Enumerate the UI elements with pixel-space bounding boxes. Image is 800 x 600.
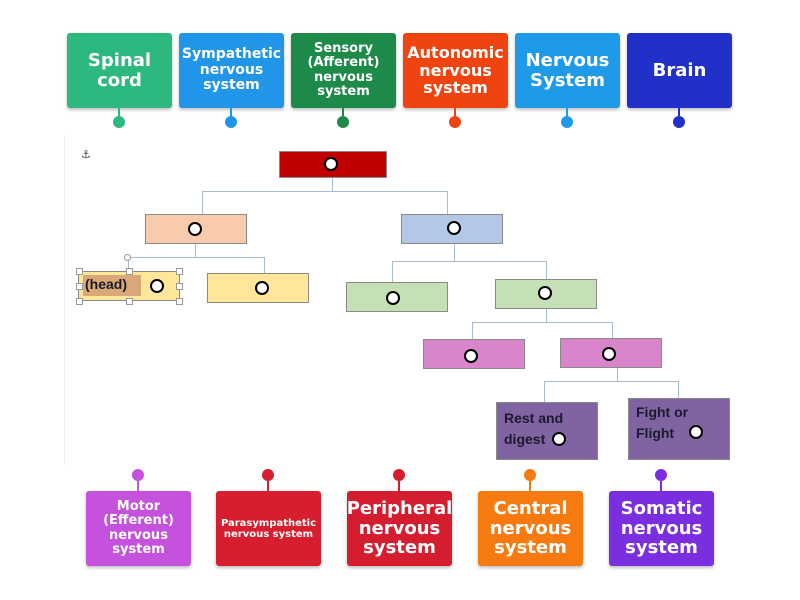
- pin-stem: [529, 481, 531, 491]
- connector-line: [472, 322, 473, 339]
- anchor-icon: ⚓: [81, 148, 91, 161]
- drop-target-hotspot[interactable]: [188, 222, 202, 236]
- label-text: Parasympathetic nervous system: [220, 517, 317, 540]
- label-card-somatic[interactable]: Somatic nervous system: [609, 491, 714, 566]
- pin-dot-icon[interactable]: [673, 116, 685, 128]
- tree-node-text: Fight or Flight: [636, 404, 689, 441]
- diagram-area: [64, 135, 745, 465]
- connector-line: [546, 261, 547, 279]
- pin-stem: [678, 108, 680, 118]
- label-card-autonomic[interactable]: Autonomic nervous system: [403, 33, 508, 108]
- pin-stem: [454, 108, 456, 118]
- drop-target-hotspot[interactable]: [255, 281, 269, 295]
- connector-line: [128, 257, 265, 258]
- drop-target-hotspot[interactable]: [689, 425, 703, 439]
- selection-handle[interactable]: [126, 298, 133, 305]
- tree-node-sym-slot[interactable]: [628, 398, 730, 460]
- selection-handle[interactable]: [124, 254, 131, 261]
- connector-line: [454, 244, 455, 262]
- pin-dot-icon[interactable]: [524, 469, 536, 481]
- connector-line: [678, 381, 679, 398]
- label-card-nervous-system[interactable]: Nervous System: [515, 33, 620, 108]
- selection-handle[interactable]: [76, 268, 83, 275]
- label-text: Sympathetic nervous system: [181, 46, 282, 94]
- connector-line: [447, 191, 448, 214]
- connector-line: [617, 368, 618, 381]
- label-text: Nervous System: [525, 49, 610, 91]
- pin-stem: [660, 481, 662, 491]
- selection-handle[interactable]: [176, 268, 183, 275]
- connector-line: [546, 309, 547, 322]
- label-text: Spinal cord: [87, 49, 152, 91]
- pin-stem: [137, 481, 139, 491]
- tree-node-text: Rest and digest: [504, 410, 564, 447]
- drop-target-hotspot[interactable]: [464, 349, 478, 363]
- pin-stem: [230, 108, 232, 118]
- pin-dot-icon[interactable]: [262, 469, 274, 481]
- label-card-central[interactable]: Central nervous system: [478, 491, 583, 566]
- selection-handle[interactable]: [176, 283, 183, 290]
- connector-line: [202, 191, 203, 214]
- drop-target-hotspot[interactable]: [447, 221, 461, 235]
- connector-line: [472, 322, 612, 323]
- drop-target-hotspot[interactable]: [538, 286, 552, 300]
- tree-node-root[interactable]: [279, 151, 387, 178]
- connector-line: [128, 257, 129, 271]
- pin-dot-icon[interactable]: [337, 116, 349, 128]
- tree-node-text: (head): [85, 276, 127, 292]
- label-text: Somatic nervous system: [620, 497, 703, 559]
- connector-line: [392, 261, 547, 262]
- drop-target-hotspot[interactable]: [324, 157, 338, 171]
- label-card-spinal-cord[interactable]: Spinal cord: [67, 33, 172, 108]
- connector-line: [332, 178, 333, 192]
- label-text: Central nervous system: [489, 497, 572, 559]
- label-text: Peripheral nervous system: [346, 497, 453, 559]
- drop-target-hotspot[interactable]: [150, 279, 164, 293]
- label-card-peripheral[interactable]: Peripheral nervous system: [347, 491, 452, 566]
- selection-handle[interactable]: [176, 298, 183, 305]
- pin-dot-icon[interactable]: [655, 469, 667, 481]
- label-card-brain[interactable]: Brain: [627, 33, 732, 108]
- pin-stem: [566, 108, 568, 118]
- connector-line: [202, 191, 448, 192]
- pin-dot-icon[interactable]: [132, 469, 144, 481]
- pin-dot-icon[interactable]: [225, 116, 237, 128]
- selection-handle[interactable]: [76, 298, 83, 305]
- label-text: Autonomic nervous system: [407, 43, 504, 98]
- pin-stem: [342, 108, 344, 118]
- selection-handle[interactable]: [126, 268, 133, 275]
- label-text: Sensory (Afferent) nervous system: [307, 40, 380, 99]
- label-card-sympathetic[interactable]: Sympathetic nervous system: [179, 33, 284, 108]
- connector-line: [195, 244, 196, 258]
- pin-dot-icon[interactable]: [449, 116, 461, 128]
- label-text: Brain: [652, 59, 707, 81]
- connector-line: [392, 261, 393, 282]
- pin-dot-icon[interactable]: [561, 116, 573, 128]
- pin-stem: [118, 108, 120, 118]
- drop-target-hotspot[interactable]: [386, 291, 400, 305]
- connector-line: [544, 381, 678, 382]
- pin-stem: [398, 481, 400, 491]
- connector-line: [612, 322, 613, 338]
- text-highlight: [83, 275, 141, 296]
- pin-stem: [267, 481, 269, 491]
- label-card-sensory[interactable]: Sensory (Afferent) nervous system: [291, 33, 396, 108]
- drop-target-hotspot[interactable]: [602, 347, 616, 361]
- label-text: Motor (Efferent) nervous system: [103, 498, 174, 557]
- connector-line: [544, 381, 545, 402]
- tree-node-parasym-slot[interactable]: [496, 402, 598, 460]
- label-card-parasympathetic[interactable]: Parasympathetic nervous system: [216, 491, 321, 566]
- pin-dot-icon[interactable]: [393, 469, 405, 481]
- connector-line: [264, 257, 265, 273]
- pin-dot-icon[interactable]: [113, 116, 125, 128]
- label-card-motor[interactable]: Motor (Efferent) nervous system: [86, 491, 191, 566]
- drop-target-hotspot[interactable]: [552, 432, 566, 446]
- selection-handle[interactable]: [76, 283, 83, 290]
